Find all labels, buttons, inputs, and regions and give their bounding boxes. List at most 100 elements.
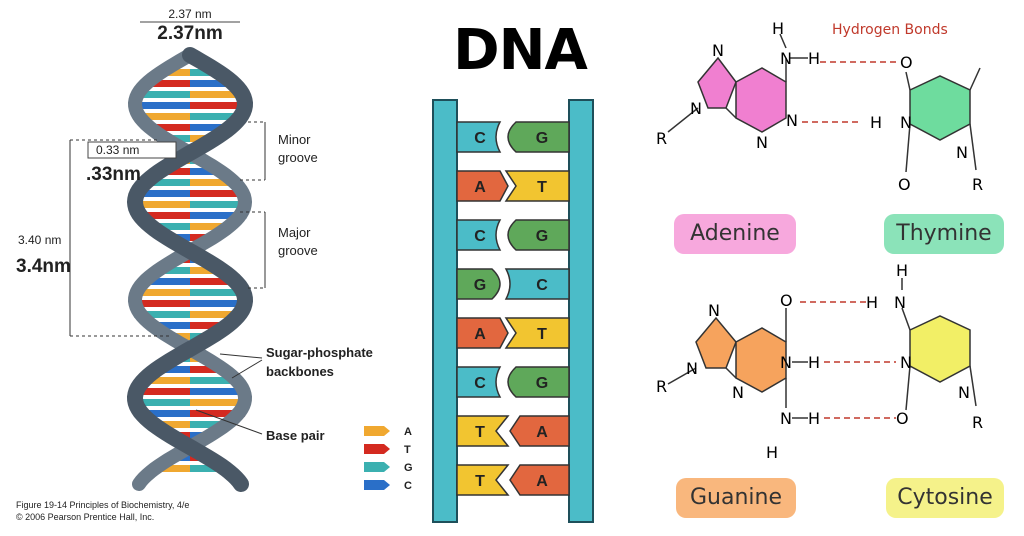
base-bar-left [138,278,190,285]
base-c-left [456,366,502,398]
adenine-atom-n2: N [690,99,702,118]
guanine-atom-n1: N [708,301,720,320]
base-bar-left [133,212,190,219]
thymine-label: Thymine [884,214,1004,254]
adenine-six-ring [735,67,787,133]
thymine-methyl [969,67,981,91]
base-bar-right [190,465,231,472]
base-letter-left: C [474,130,486,147]
base-bar-right [190,311,246,318]
base-g-left [456,268,501,300]
thymine-atom-h: H [870,113,882,132]
backbone-label-1: Sugar-phosphate [266,345,373,360]
guanine-atom-o: O [780,291,793,310]
base-pairing-structures: Hydrogen Bonds N N N N N H H R [656,19,983,462]
base-c-left [456,121,502,153]
rise-label-big: .33nm [86,164,141,185]
cytosine-r-bond [969,365,977,407]
guanine-atom-r: R [656,377,667,396]
cytosine-atom-r: R [972,413,983,432]
base-bar-left [149,465,190,472]
base-bar-left [130,388,190,395]
backbone-label-2: backbones [266,364,334,379]
thymine-atom-n2: N [956,143,968,162]
pitch-label-big: 3.4nm [16,256,71,277]
cytosine-atom-n3: N [958,383,970,402]
legend-letter-t: T [404,444,411,456]
guanine-five-ring [695,316,737,369]
base-letter-right: G [536,130,548,147]
base-pair-label: Base pair [266,428,325,443]
base-bar-left [133,113,190,120]
base-bar-left [135,410,190,417]
dna-title: DNA [453,18,588,83]
guanine-atom-n5: N [780,409,792,428]
base-a-left [456,317,509,349]
base-bar-right [190,179,241,186]
base-letter-left: C [474,228,486,245]
major-groove-label-2: groove [278,243,318,258]
base-letter-right: A [536,473,548,490]
base-bar-left [144,223,190,230]
cytosine-label: Cytosine [886,478,1004,518]
base-c-right [504,268,570,300]
base-bar-left [152,267,190,274]
base-bar-right [190,102,251,109]
adenine-atom-n4: N [786,111,798,130]
base-bar-left [139,179,190,186]
base-bar-right [190,223,236,230]
ladder-rail-right [568,99,594,523]
adenine-h-top-bond [779,33,787,49]
rise-box [87,141,177,159]
minor-groove-label-1: Minor [278,132,311,147]
legend-letter-a: A [404,426,412,438]
thymine-atom-o1: O [900,53,913,72]
base-bar-right [190,91,249,98]
base-t-right [504,170,570,202]
base-bar-left [134,311,190,318]
adenine-atom-r: R [656,129,667,148]
adenine-five-ring [697,56,737,109]
backbone-strand-back [127,48,253,491]
thymine-atom-n1: N [900,113,912,132]
base-c-left [456,219,502,251]
base-letter-left: A [474,179,486,196]
adenine-atom-n5: N [780,49,792,68]
base-bar-right [190,388,250,395]
thymine-structure: O H N N O R [870,53,983,194]
adenine-r-bond [667,107,699,133]
base-bar-right [190,399,251,406]
base-letter-left: A [474,326,486,343]
base-pairing-panel: Hydrogen Bonds N N N N N H H R [640,0,1024,536]
base-bar-right [190,300,251,307]
guanine-atom-h3: H [766,443,778,462]
base-bar-left [129,399,190,406]
base-bar-left [131,91,190,98]
base-letter-right: T [537,179,547,196]
cytosine-atom-h2: H [896,261,908,280]
guanine-atom-n3: N [732,383,744,402]
cytosine-co-bond [905,365,911,411]
thymine-ring [909,75,971,141]
width-label-small: 2.37 nm [168,7,211,21]
base-bar-left [129,102,190,109]
double-helix-panel: 2.37 nm 2.37nm 0.33 nm .33nm 3.40 nm 3.4… [0,0,420,536]
base-bar-left [141,80,190,87]
base-letter-left: T [475,424,485,441]
adenine-atom-n1: N [712,41,724,60]
legend-swatch-g [364,462,390,472]
base-g-right [507,121,570,153]
base-bar-right [190,366,229,373]
base-t-right [504,317,570,349]
double-helix-figure: 2.37 nm 2.37nm 0.33 nm .33nm 3.40 nm 3.4… [16,7,413,522]
